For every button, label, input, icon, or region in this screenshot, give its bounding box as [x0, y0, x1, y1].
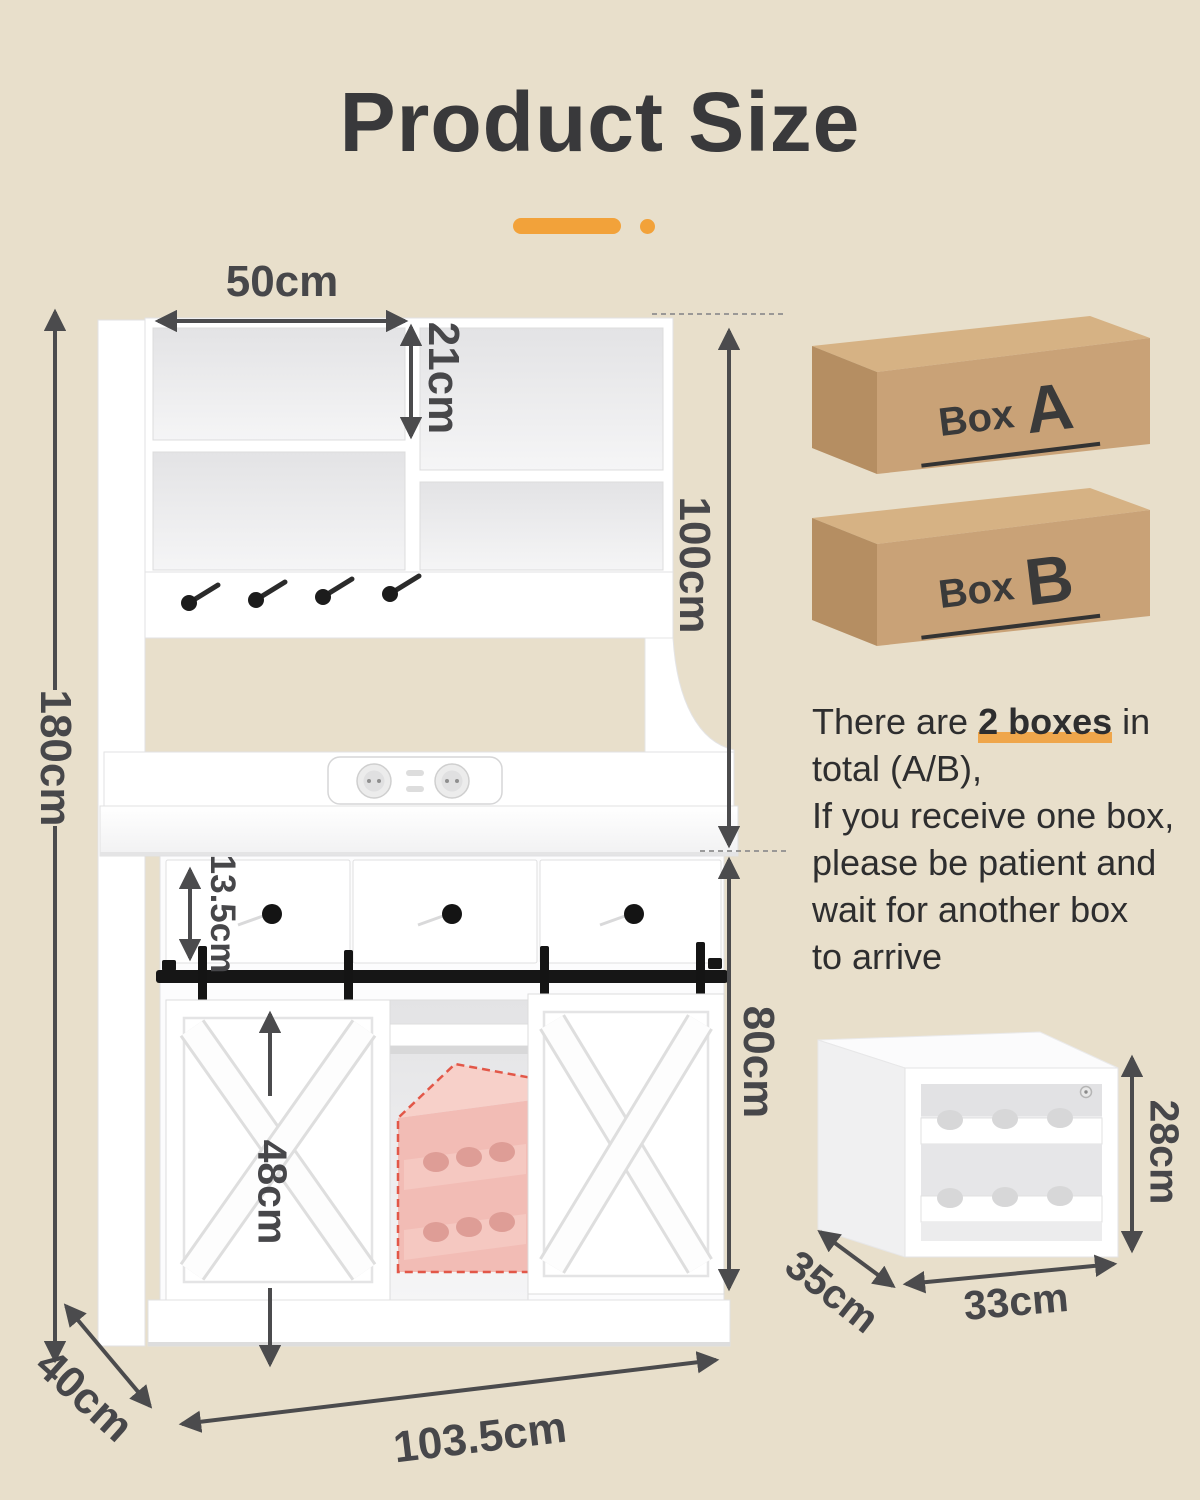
note-line: wait for another box [812, 889, 1129, 930]
arrow-103-5cm [178, 1351, 720, 1433]
hook-icon [382, 573, 422, 602]
small-cabinet [817, 1031, 1119, 1258]
shipping-box-a [812, 316, 1150, 474]
hook-icon [315, 576, 355, 605]
cam-lock-icon [1079, 1085, 1093, 1099]
wine-shelf-row [920, 1108, 1103, 1145]
dim-label-drawer-height: 13.5cm [203, 854, 242, 974]
power-outlet-icon [327, 756, 503, 805]
note-line: total (A/B), [812, 748, 983, 789]
barn-door-left [165, 999, 391, 1301]
shipping-note: There are 2 boxes in total (A/B), If you… [812, 698, 1192, 980]
cabinet-base [147, 1299, 731, 1347]
dim-label-total-height: 180cm [31, 689, 80, 827]
box-b-word: Box [936, 564, 1017, 618]
title-underline-bar [513, 218, 621, 234]
coat-hooks [181, 573, 422, 611]
page-title: Product Size [339, 75, 861, 169]
dim-label-cabinet-height: 28cm [1141, 1099, 1188, 1205]
shelf-compartment [419, 327, 664, 471]
arrow-40cm [63, 1303, 153, 1409]
note-highlight: 2 boxes [978, 701, 1113, 743]
note-line: please be patient and [812, 842, 1157, 883]
dim-label-lower-height: 80cm [734, 1005, 783, 1119]
dim-label-top-shelf-width: 50cm [225, 257, 339, 306]
hook-icon [248, 579, 288, 608]
dim-label-shelf-height: 21cm [419, 321, 468, 435]
barn-door-right [527, 993, 725, 1295]
wine-rack-dashed-outline [396, 1062, 534, 1274]
hutch-cabinet [97, 317, 739, 1347]
drawer-knob [262, 904, 282, 924]
note-line: There are 2 boxes in [812, 701, 1151, 743]
drawer-knob [442, 904, 462, 924]
note-line: If you receive one box, [812, 795, 1175, 836]
dim-label-upper-height: 100cm [670, 496, 719, 634]
dim-label-cabinet-width: 33cm [961, 1274, 1071, 1329]
leader-lines [652, 313, 788, 852]
drawers [165, 859, 722, 964]
shelf-compartment [152, 451, 406, 571]
dim-label-door-height: 48cm [249, 1139, 296, 1245]
drawer-knob [624, 904, 644, 924]
shelf-compartment [419, 481, 664, 571]
wine-shelf-row [920, 1186, 1103, 1223]
box-b-letter: B [1020, 540, 1078, 620]
arrow-33cm [902, 1254, 1118, 1294]
countertop [99, 805, 739, 857]
shelf-compartment [152, 327, 406, 441]
box-a-letter: A [1020, 368, 1078, 448]
wine-rack-highlight [396, 1062, 534, 1274]
dimension-arrows [43, 308, 1144, 1433]
arrow-35cm [817, 1230, 896, 1288]
drawer [165, 859, 351, 964]
hook-icon [181, 582, 221, 611]
box-a-word: Box [936, 392, 1017, 446]
shipping-box-b [812, 488, 1150, 646]
title-underline-dot [640, 219, 655, 234]
note-line: to arrive [812, 936, 943, 977]
